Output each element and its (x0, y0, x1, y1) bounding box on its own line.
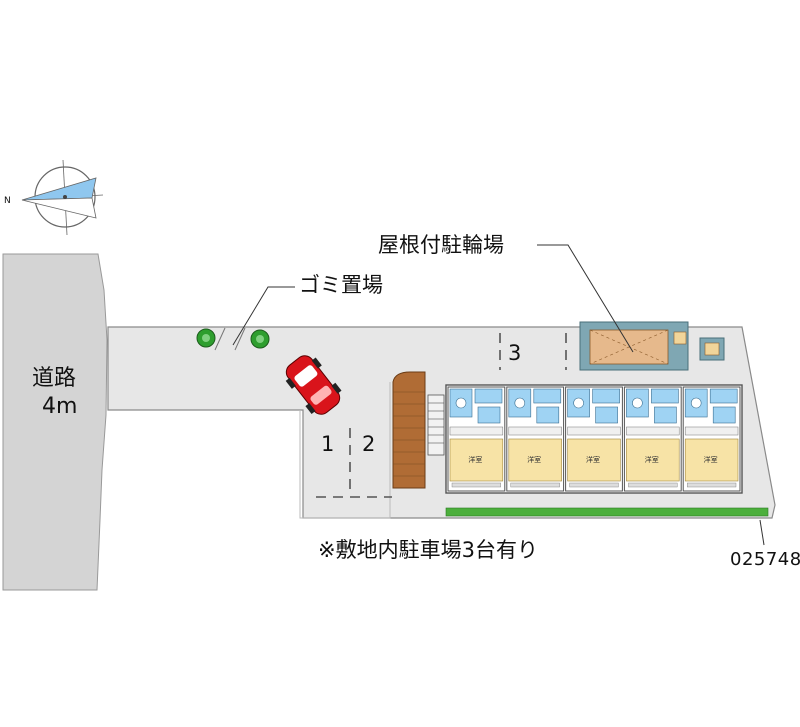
property-id: 025748 (730, 549, 800, 570)
bike-shelter-label: 屋根付駐輪場 (378, 233, 504, 257)
room-label: 洋室 (468, 455, 482, 464)
room-label: 洋室 (586, 455, 600, 464)
car-icon (285, 355, 342, 415)
hedge (445, 507, 769, 517)
room-label: 洋室 (527, 455, 541, 464)
driveway-outline (299, 382, 391, 519)
walkway (392, 371, 426, 489)
stairs (427, 394, 445, 456)
apartment-unit: 洋室 (623, 386, 682, 492)
parking-note: ※敷地内駐車場3台有り (318, 538, 538, 562)
parking-space-2: 2 (362, 432, 376, 456)
road-width-label: 4m (42, 394, 78, 419)
parking-space-3: 3 (508, 341, 522, 365)
apartment-unit: 洋室 (506, 386, 565, 492)
room-label: 洋室 (645, 455, 659, 464)
room-label: 洋室 (704, 455, 718, 464)
apartment-unit: 洋室 (682, 386, 741, 492)
apartment-unit: 洋室 (447, 386, 506, 492)
garbage-area (196, 327, 270, 351)
apartment-unit: 洋室 (565, 386, 623, 492)
bike-shelter (579, 321, 725, 371)
leader-lines (232, 244, 765, 546)
road-label: 道路 (32, 366, 77, 391)
parking-markings (316, 333, 567, 498)
compass-icon (21, 159, 104, 236)
compass-north-label: N (4, 196, 11, 206)
walkway-pattern (393, 391, 425, 477)
apartment-units: 洋室 洋室 洋室 洋室 洋室 (447, 386, 741, 492)
parking-space-1: 1 (321, 432, 335, 456)
road-area (2, 253, 108, 591)
garbage-area-label: ゴミ置場 (299, 273, 383, 297)
